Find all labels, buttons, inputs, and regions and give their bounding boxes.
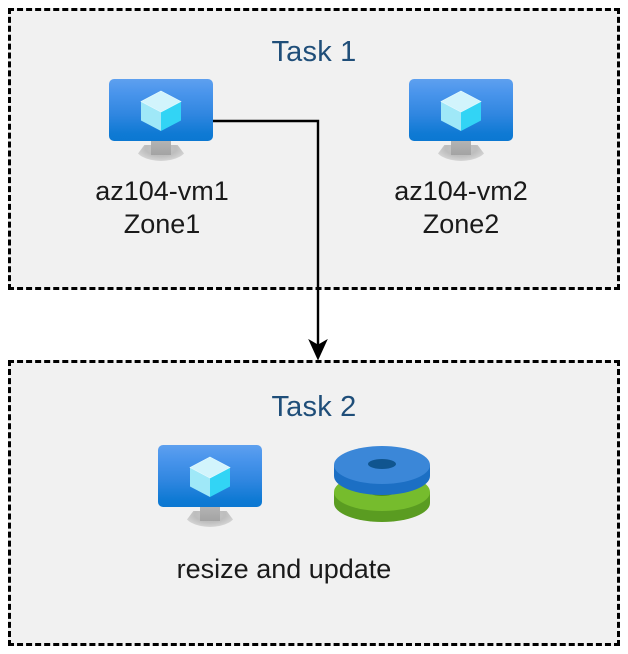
task-1-group[interactable]: Task 1 (8, 8, 620, 290)
monitor-stand-neck-icon (151, 139, 171, 155)
azure-virtual-machine-icon-task2[interactable] (158, 445, 262, 529)
cube-icon (189, 456, 231, 497)
monitor-stand-neck-icon (451, 139, 471, 155)
disk-blue (334, 446, 430, 495)
azure-virtual-machine-icon-vm1[interactable] (109, 79, 213, 163)
task-2-title: Task 2 (271, 391, 357, 423)
cube-icon (440, 90, 482, 131)
stacked-disks-glyph (334, 446, 430, 522)
azure-virtual-machine-icon-vm2[interactable] (409, 79, 513, 163)
task-1-title: Task 1 (271, 36, 357, 68)
task-2-caption: resize and update (176, 554, 392, 584)
node-label-az104-vm1: az104-vm1 Zone1 (95, 176, 229, 240)
azure-managed-disks-icon[interactable] (330, 442, 434, 526)
task-2-group[interactable]: Task 2 (8, 360, 620, 646)
monitor-stand-neck-icon (200, 505, 220, 521)
node-label-az104-vm2: az104-vm2 Zone2 (394, 176, 528, 240)
cube-icon (140, 90, 182, 131)
